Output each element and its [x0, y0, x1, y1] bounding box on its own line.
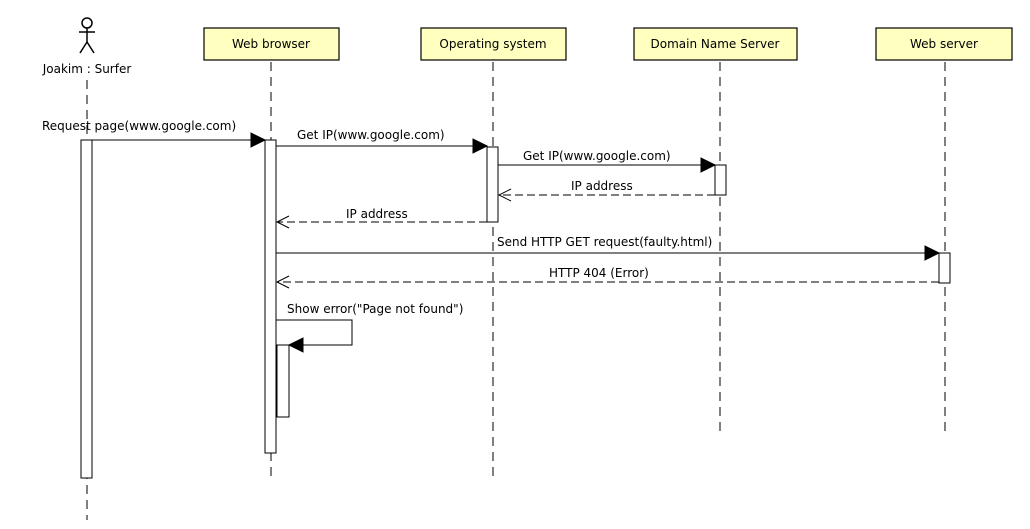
- message-request-page: Request page(www.google.com): [42, 119, 267, 148]
- activation-web-browser-nested: [276, 344, 290, 418]
- message-get-ip-os: Get IP(www.google.com): [276, 128, 489, 154]
- activation-operating-system: [486, 146, 499, 223]
- message-http-404-return: HTTP 404 (Error): [275, 266, 939, 289]
- participant-label: Domain Name Server: [651, 37, 780, 51]
- message-label: Send HTTP GET request(faulty.html): [497, 235, 712, 249]
- message-label: IP address: [571, 179, 633, 193]
- message-ip-address-return-os: IP address: [497, 179, 715, 202]
- stick-figure-icon: [79, 17, 95, 54]
- message-label: HTTP 404 (Error): [549, 266, 649, 280]
- message-ip-address-return-browser: IP address: [275, 207, 487, 229]
- message-get-ip-dns: Get IP(www.google.com): [498, 149, 717, 173]
- message-label: Get IP(www.google.com): [523, 149, 671, 163]
- participant-web-browser: Web browser: [203, 27, 340, 61]
- message-label: Get IP(www.google.com): [297, 128, 445, 142]
- actor-joakim-surfer: Joakim : Surfer: [42, 17, 132, 76]
- activation-web-browser: [264, 139, 277, 454]
- participant-web-server: Web server: [875, 27, 1013, 61]
- participant-label: Web browser: [232, 37, 310, 51]
- activation-web-server: [938, 252, 951, 284]
- message-show-error-self-call: Show error("Page not found"): [276, 302, 463, 353]
- actor-label: Joakim : Surfer: [42, 62, 132, 76]
- message-label: IP address: [346, 207, 408, 221]
- message-label: Request page(www.google.com): [42, 119, 236, 133]
- participant-operating-system: Operating system: [420, 27, 567, 61]
- activation-surfer: [80, 139, 93, 479]
- message-send-http-get: Send HTTP GET request(faulty.html): [276, 235, 941, 261]
- activation-domain-name-server: [714, 164, 727, 196]
- participant-label: Operating system: [439, 37, 546, 51]
- message-label: Show error("Page not found"): [287, 302, 463, 316]
- participant-label: Web server: [910, 37, 978, 51]
- participant-domain-name-server: Domain Name Server: [633, 27, 798, 61]
